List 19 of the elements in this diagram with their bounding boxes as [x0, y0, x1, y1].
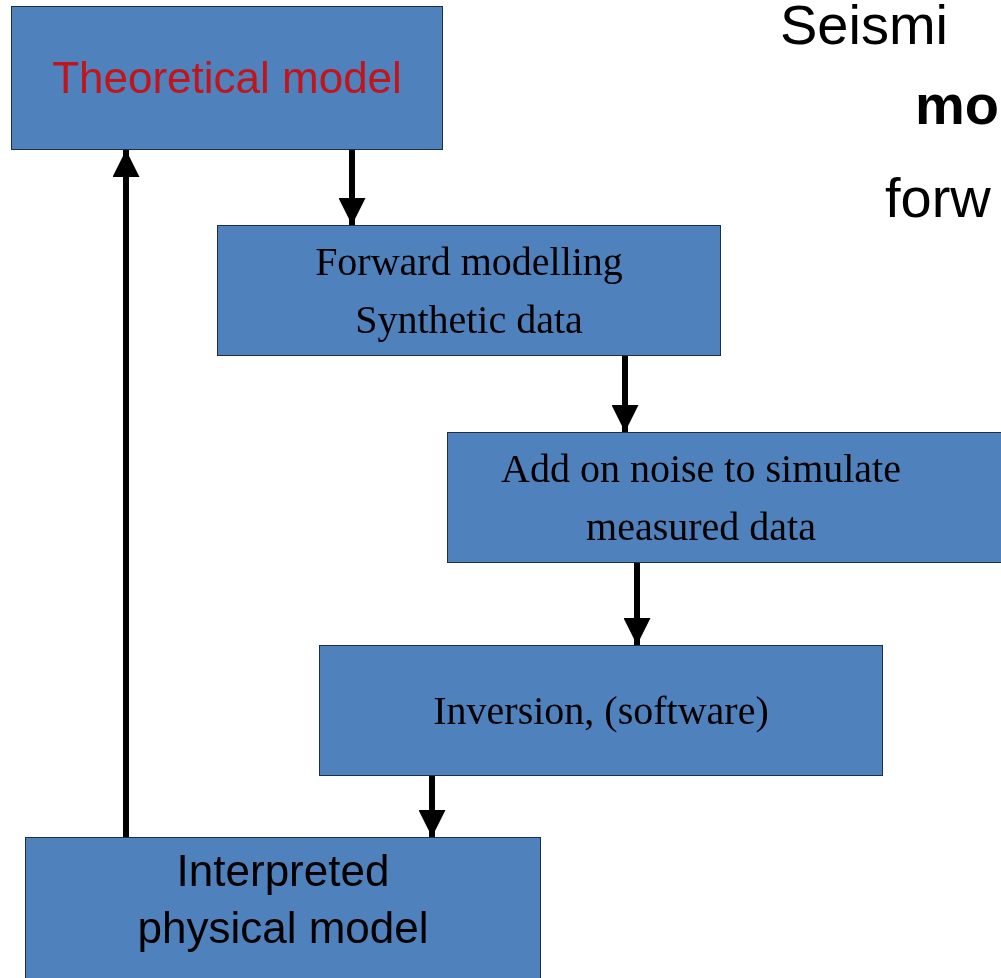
arrow [112, 150, 140, 837]
process-box [447, 432, 1001, 563]
process-box [11, 6, 443, 150]
arrow [418, 776, 446, 837]
box-text: Add on noise to simulate measured data [500, 444, 902, 551]
box-text: Interpreted physical model [136, 844, 430, 954]
process-box [217, 225, 721, 356]
process-box [319, 645, 883, 776]
arrow [338, 150, 366, 225]
process-box [25, 837, 541, 978]
arrow [623, 563, 651, 645]
box-text: Theoretical model [52, 51, 402, 104]
arrow [611, 356, 639, 432]
box-text: Forward modelling [315, 237, 623, 286]
heading-fragment: forw [885, 165, 991, 230]
box-text: Inversion, (software) [433, 686, 769, 735]
heading-fragment: Seismi [780, 0, 949, 57]
box-text: Synthetic data [355, 295, 583, 344]
heading-fragment: mo [915, 72, 999, 137]
